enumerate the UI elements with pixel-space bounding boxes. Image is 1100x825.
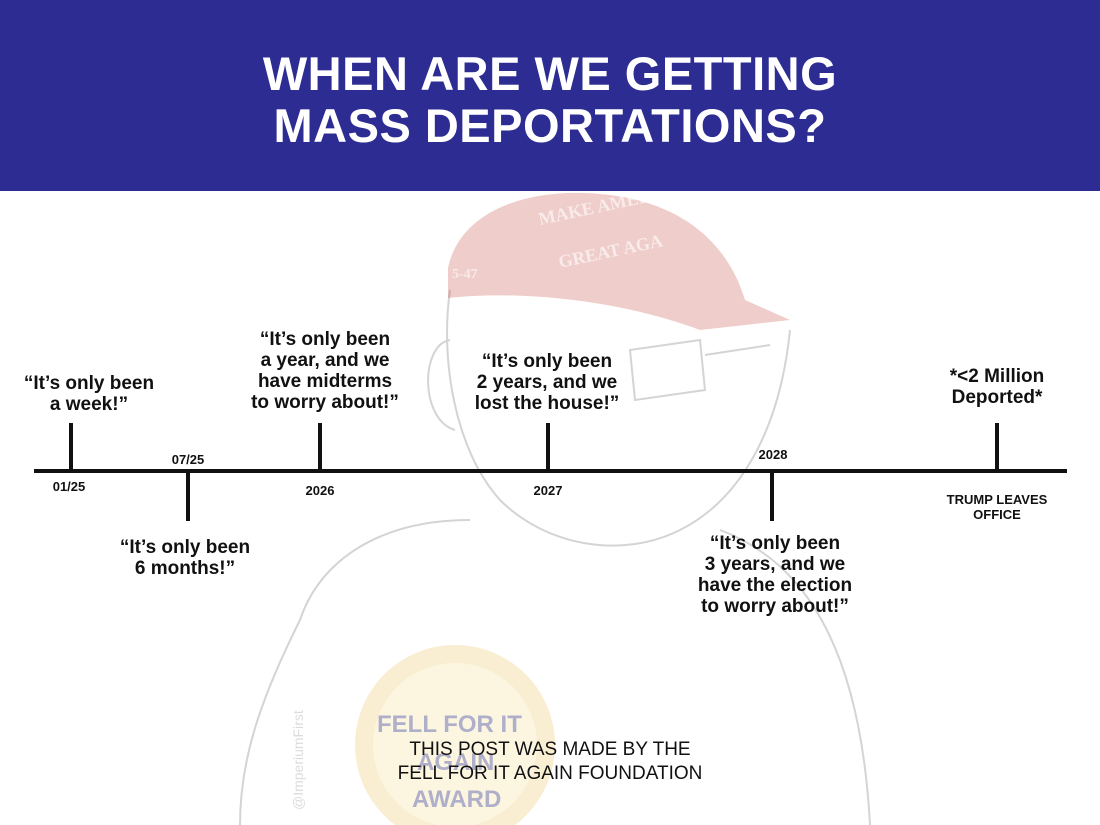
date-label-2026: 2026 (305, 483, 335, 498)
footer-credit: THIS POST WAS MADE BY THE FELL FOR IT AG… (397, 739, 703, 784)
arm-outline (239, 619, 301, 825)
badge-text-2: AGAIN (417, 749, 494, 776)
watermark: @ImperiumFirst (290, 710, 306, 810)
body-outline (299, 519, 871, 825)
glasses-outline (628, 338, 771, 402)
quote-six-months: “It’s only been 6 months!” (119, 537, 251, 579)
timeline-axis (34, 469, 1067, 473)
quote-two-years: “It’s only been 2 years, and we lost the… (474, 351, 620, 414)
date-label-end: TRUMP LEAVES OFFICE (946, 492, 1048, 522)
ear-outline (427, 339, 456, 431)
quote-week: “It’s only been a week!” (23, 373, 155, 415)
header-banner: WHEN ARE WE GETTING MASS DEPORTATIONS? (0, 0, 1100, 191)
tick-2028 (770, 471, 774, 521)
tick-2027 (546, 423, 550, 471)
quote-end: *<2 Million Deported* (949, 366, 1045, 408)
page-title: WHEN ARE WE GETTING MASS DEPORTATIONS? (262, 47, 838, 152)
award-badge (355, 645, 555, 825)
tick-0125 (69, 423, 73, 471)
badge-text-1: FELL FOR IT (377, 711, 522, 738)
date-label-2027: 2027 (533, 483, 563, 498)
face-outline (446, 289, 791, 547)
badge-text-3: AWARD (412, 786, 501, 813)
tick-2026 (318, 423, 322, 471)
tick-0725 (186, 471, 190, 521)
cap-shape (448, 192, 790, 330)
quote-year: “It’s only been a year, and we have midt… (251, 329, 399, 413)
background-illustration: MAKE AMERI GREAT AGA 5-47 FELL FOR IT AG… (239, 191, 871, 825)
date-label-0125: 01/25 (52, 479, 86, 494)
cap-side-text: 5-47 (452, 267, 478, 282)
quote-three-years: “It’s only been 3 years, and we have the… (697, 533, 853, 617)
tick-end (995, 423, 999, 471)
date-label-2028: 2028 (758, 447, 788, 462)
date-label-0725: 07/25 (171, 452, 205, 467)
